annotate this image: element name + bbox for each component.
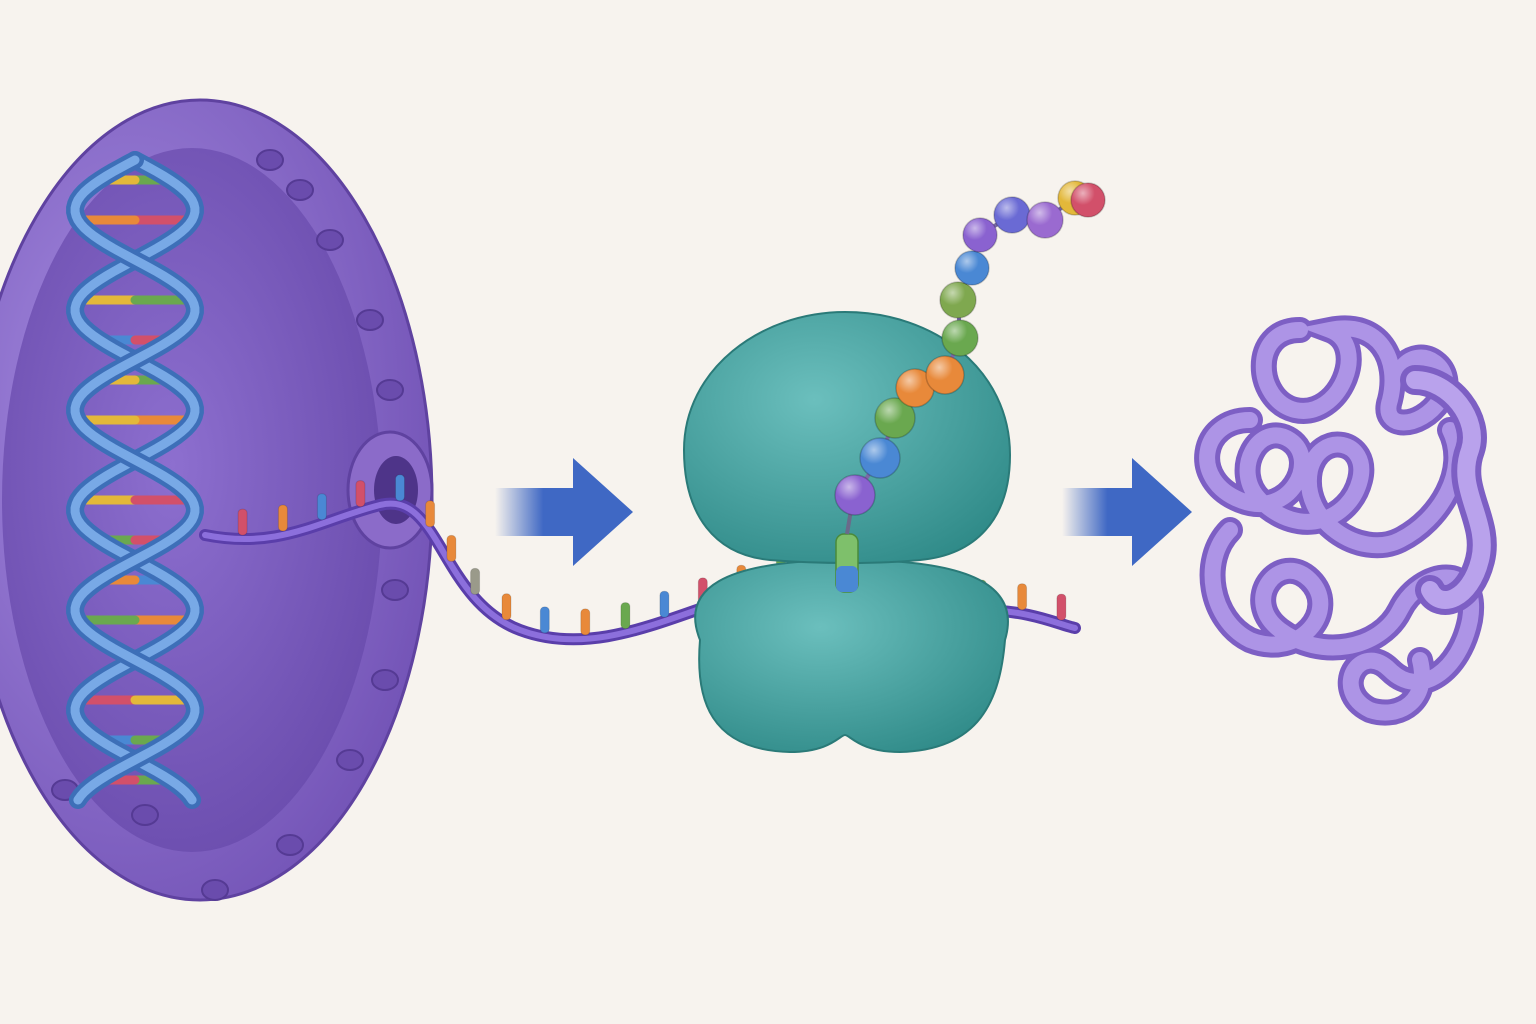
mrna-strand-front <box>835 509 859 593</box>
dna-backbone-strand-2-highlight <box>70 155 200 805</box>
arrow-right-icon <box>495 458 633 566</box>
nuclear-pore <box>276 834 304 856</box>
arrow-translation-to-protein <box>1062 458 1192 566</box>
nuclear-pore <box>286 179 314 201</box>
amino-acid-bead-shine <box>835 475 875 515</box>
nuclear-pore <box>316 229 344 251</box>
nuclear-pore <box>381 579 409 601</box>
folded-protein <box>1194 315 1497 726</box>
amino-acid-bead-shine <box>955 251 989 285</box>
nuclear-pore <box>131 804 159 826</box>
dna-backbone-strand-1-highlight <box>70 155 200 805</box>
polypeptide-chain <box>834 180 1106 516</box>
mrna-base <box>580 608 591 636</box>
amino-acid-bead-shine <box>875 398 915 438</box>
amino-acid-bead-shine <box>926 356 964 394</box>
amino-acid-bead-shine <box>860 438 900 478</box>
amino-acid-bead-shine <box>1027 202 1063 238</box>
nuclear-pore <box>376 379 404 401</box>
amino-acid-bead-shine <box>942 320 978 356</box>
mrna-base <box>620 602 631 630</box>
mrna-base <box>1017 583 1028 611</box>
mrna-base <box>237 508 248 536</box>
mrna-base <box>659 590 670 618</box>
nuclear-pore <box>256 149 284 171</box>
nuclear-pore <box>336 749 364 771</box>
mrna-base <box>316 493 327 521</box>
mrna-base <box>470 567 481 595</box>
protein-loop-bottom-highlight <box>1204 522 1480 721</box>
nucleus <box>0 98 434 902</box>
nuclear-pore <box>356 309 384 331</box>
mrna-base <box>501 593 512 621</box>
dna-double-helix <box>66 151 204 809</box>
mrna-base <box>446 534 457 562</box>
mrna-base <box>425 500 436 528</box>
nuclear-pore <box>371 669 399 691</box>
amino-acid-bead-shine <box>940 282 976 318</box>
arrow-transcription-to-translation <box>495 458 633 566</box>
mrna-base <box>539 606 550 634</box>
amino-acid-bead-shine <box>1071 183 1105 217</box>
amino-acid-bead-shine <box>896 369 934 407</box>
protein-loop-middle-highlight <box>1199 412 1465 554</box>
mrna-base <box>1056 593 1067 621</box>
amino-acid-bead-shine <box>994 197 1030 233</box>
nuclear-pore <box>201 879 229 901</box>
protein-helix-right-highlight <box>1406 371 1491 609</box>
trna-anticodon-base <box>836 566 858 592</box>
arrow-right-icon <box>1062 458 1192 566</box>
mrna-base <box>355 480 366 508</box>
mrna-base <box>395 474 405 502</box>
mrna-base <box>277 504 288 532</box>
amino-acid-bead-shine <box>963 218 997 252</box>
